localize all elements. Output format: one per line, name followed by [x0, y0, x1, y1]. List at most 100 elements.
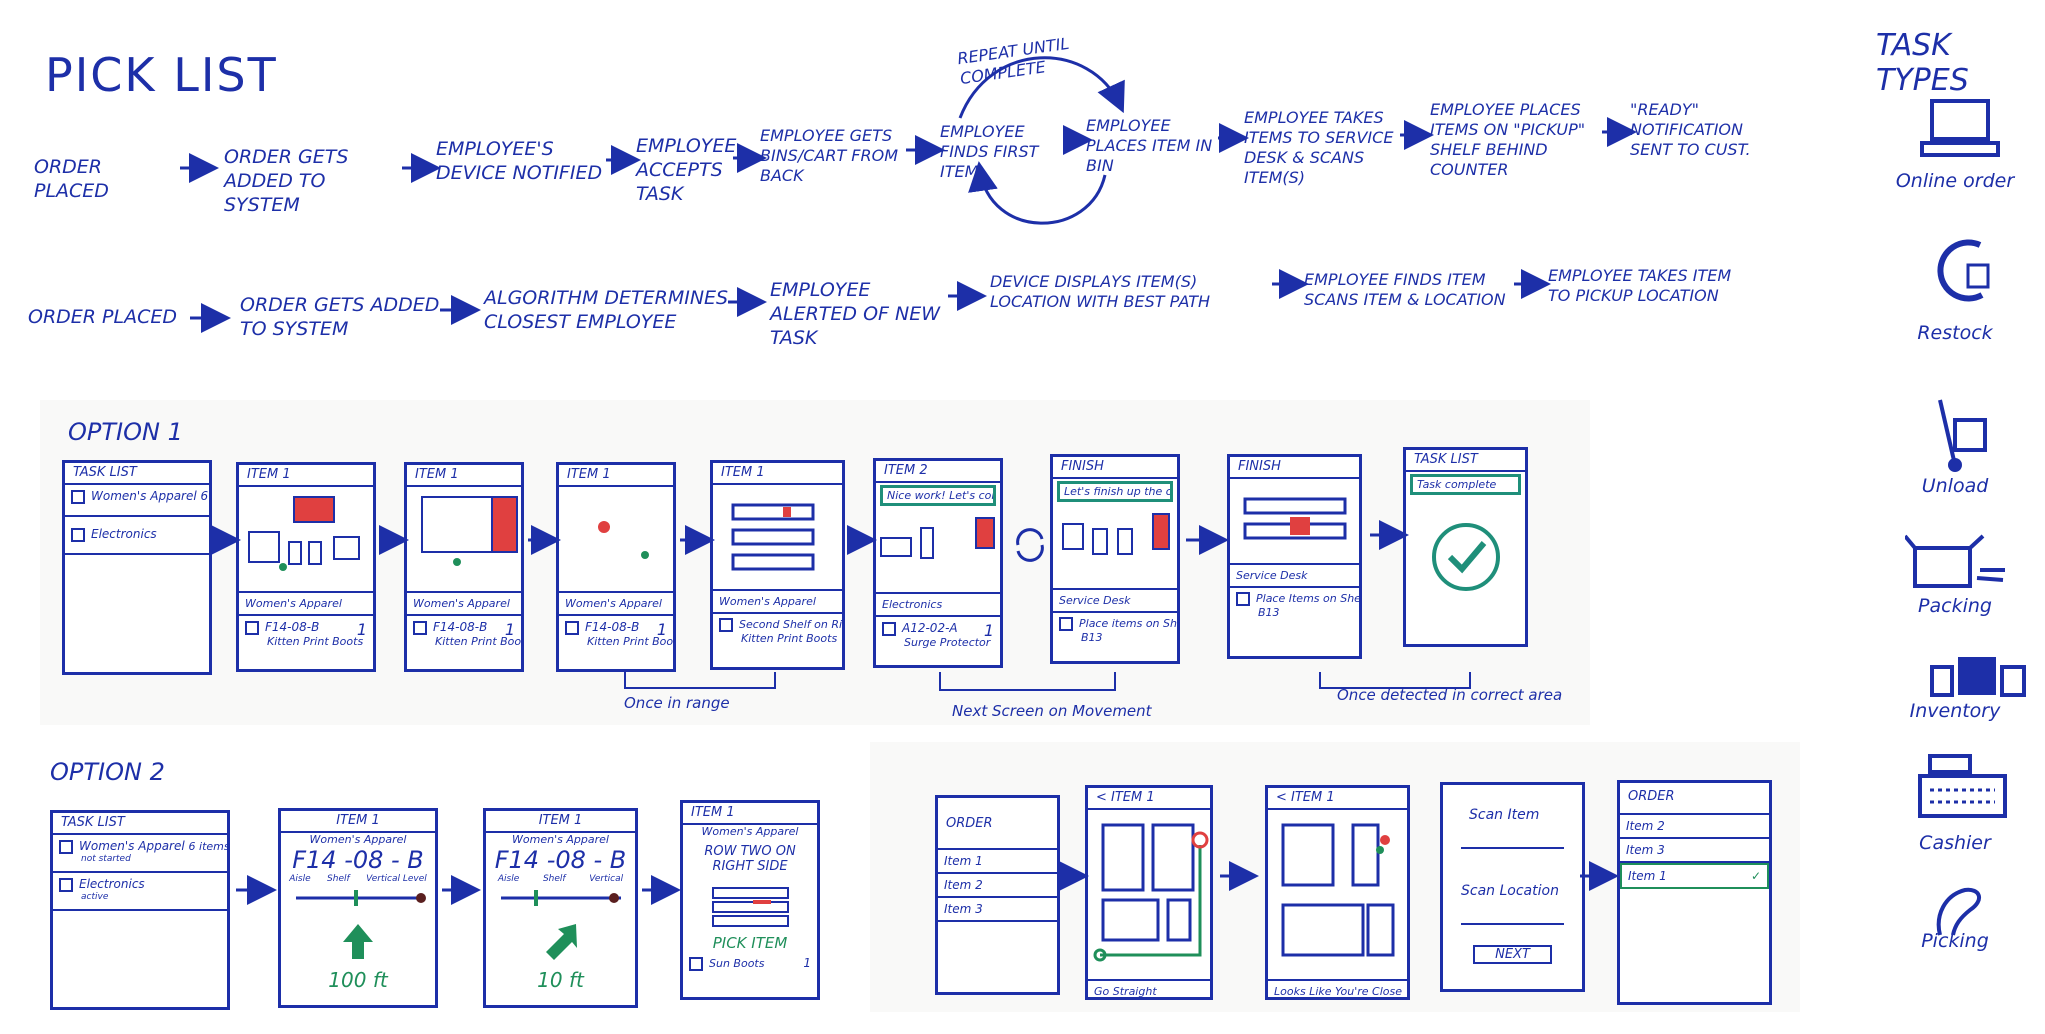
screen-header: ITEM 1 — [407, 465, 521, 487]
opt1-screen-finish-2: FINISH Service Desk Place Items on Shelf… — [1227, 454, 1362, 659]
pick-item-label[interactable]: PICK ITEM — [712, 934, 788, 952]
screen-header: TASK LIST — [1406, 450, 1525, 472]
task-type-picking: Picking — [1921, 930, 1989, 952]
task-type-packing: Packing — [1918, 595, 1992, 617]
screen-header[interactable]: < Item 1 — [1268, 788, 1407, 810]
note-detected-area: Once detected in correct area — [1337, 686, 1563, 704]
dept-label: Women's Apparel — [239, 591, 373, 616]
store-map — [880, 517, 995, 559]
screen-header: ITEM 1 — [559, 465, 673, 487]
screen-header: ORDER — [938, 798, 1057, 850]
opt1-screen-finish-1: FINISH Let's finish up the order Service… — [1050, 454, 1180, 664]
screen-header[interactable]: < Item 1 — [1088, 788, 1210, 810]
dept-label: Women's Apparel — [713, 589, 842, 614]
check-icon: ✓ — [1750, 869, 1761, 883]
flow2-step-2: ORDER GETS ADDED TO SYSTEM — [240, 294, 440, 340]
dept-label: Women's Apparel — [701, 825, 799, 838]
order-item-2[interactable]: Item 2 — [938, 874, 1057, 898]
next-button[interactable]: NEXT — [1473, 945, 1552, 964]
order-item-3[interactable]: Item 3 — [938, 898, 1057, 922]
scan-location-label: Scan Location — [1461, 883, 1559, 899]
direction-footer: Go Straight — [1088, 979, 1210, 1002]
hand-pick-icon — [1936, 887, 1981, 936]
check-circle-icon — [1432, 523, 1500, 591]
repeat-loop-bottom — [968, 161, 1107, 225]
location-instruction: ROW TWO ON RIGHT SIDE — [704, 844, 796, 874]
box-icon — [1905, 534, 2005, 588]
store-map — [248, 496, 360, 571]
task-row-electronics[interactable]: Electronics — [65, 517, 209, 555]
checkbox[interactable] — [59, 839, 73, 854]
restock-icon — [1937, 239, 1990, 302]
shelf-view — [731, 503, 815, 571]
checkbox[interactable] — [71, 489, 85, 504]
dept-label: Service Desk — [1053, 588, 1177, 613]
shelf-view — [1243, 497, 1347, 540]
scan-item-field[interactable] — [1461, 837, 1564, 849]
task-row-womens[interactable]: Women's Apparel 6 items — [65, 485, 209, 517]
dept-label: Women's Apparel — [512, 833, 609, 846]
screen-header: ITEM 1 — [713, 463, 842, 485]
hand-truck-icon — [1938, 399, 1987, 472]
screen-header: ITEM 1 — [281, 811, 435, 833]
opt2-order-done: ORDER Item 2 Item 3 Item 1✓ — [1617, 780, 1772, 1005]
store-map — [421, 496, 518, 566]
checkbox[interactable] — [689, 956, 703, 971]
item-row[interactable]: Second Shelf on Right SideKitten Print B… — [713, 614, 842, 649]
task-type-unload: Unload — [1921, 475, 1989, 497]
dept-label: Women's Apparel — [559, 591, 673, 616]
success-banner: Nice work! Let's continue — [880, 485, 996, 506]
order-item-1[interactable]: Item 1 — [938, 850, 1057, 874]
flow1-step-8: EMPLOYEE TAKES ITEMS TO SERVICE DESK & S… — [1244, 108, 1394, 187]
opt2-arrows-left — [236, 875, 681, 905]
checkbox[interactable] — [719, 618, 733, 632]
option2-label: OPTION 2 — [50, 758, 165, 786]
task-type-restock: Restock — [1917, 322, 1993, 344]
note-next-screen: Next Screen on Movement — [952, 702, 1152, 720]
note-once-in-range: Once in range — [624, 694, 730, 712]
opt2-pick-item: ITEM 1 Women's Apparel ROW TWO ON RIGHT … — [680, 800, 820, 1000]
flow1-step-5: EMPLOYEE GETS BINS/CART FROM BACK — [760, 126, 899, 185]
checkbox[interactable] — [413, 620, 427, 635]
order-item-2[interactable]: Item 2 — [1620, 815, 1769, 839]
checkbox[interactable] — [1236, 592, 1250, 606]
checkbox[interactable] — [59, 877, 73, 892]
checkbox[interactable] — [565, 620, 579, 635]
location-code: F14 -08 - B — [292, 846, 424, 874]
checkbox[interactable] — [245, 620, 259, 635]
flow1-step-3: EMPLOYEE'S DEVICE NOTIFIED — [436, 138, 603, 184]
checkbox[interactable] — [1059, 617, 1073, 631]
opt2-map-screen-1: < Item 1 Go Straight — [1085, 785, 1213, 1000]
flow-arrows-layer — [180, 56, 1637, 333]
scan-location-field[interactable] — [1461, 913, 1564, 925]
complete-banner: Task complete — [1410, 474, 1521, 495]
flow2-step-6: EMPLOYEE FINDS ITEM SCANS ITEM & LOCATIO… — [1304, 270, 1506, 309]
dept-label: Service Desk — [1230, 563, 1359, 588]
checkbox[interactable] — [71, 527, 85, 542]
swap-icon — [1016, 528, 1044, 562]
repeat-loop-top — [958, 56, 1125, 119]
checkbox[interactable] — [882, 621, 896, 636]
flow1-step-1: ORDER PLACED — [34, 156, 109, 202]
flow1-step-9: EMPLOYEE PLACES ITEMS ON "PICKUP" SHELF … — [1430, 100, 1586, 179]
order-item-3[interactable]: Item 3 — [1620, 839, 1769, 863]
opt2-order-screen: ORDER Item 1 Item 2 Item 3 — [935, 795, 1060, 995]
shelves-icon — [1930, 657, 2026, 697]
order-item-1-done[interactable]: Item 1✓ — [1620, 863, 1769, 889]
screen-header: FINISH — [1053, 457, 1177, 479]
store-map — [598, 521, 649, 559]
store-map — [1281, 823, 1395, 957]
proximity-slider — [296, 890, 426, 959]
